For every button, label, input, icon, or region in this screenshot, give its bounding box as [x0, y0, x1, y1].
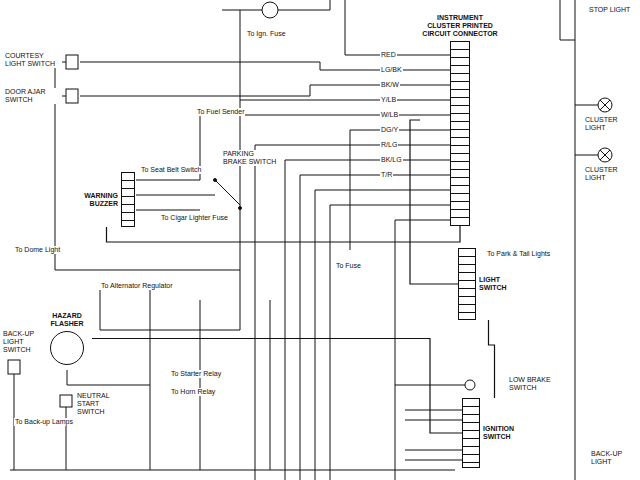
wire-color-code: DG/Y [380, 126, 399, 134]
component-name: INSTRUMENT CLUSTER PRINTED CIRCUIT CONNE… [420, 14, 500, 38]
flasher-symbol: HAZARD FLASHER [42, 312, 92, 365]
wire-label: CLUSTER LIGHT [584, 116, 636, 132]
light-switch-connector: LIGHT SWITCH [458, 248, 519, 320]
wire-label: To Fuse [335, 262, 362, 270]
wire-label: To Seat Belt Switch [140, 166, 202, 174]
component-name: IGNITION SWITCH [483, 425, 527, 441]
wire-label: To Starter Relay [170, 370, 222, 378]
wire-label: BACK-UP LIGHT [590, 450, 636, 466]
component-name: LIGHT SWITCH [479, 276, 519, 292]
buzzer-connector: WARNING BUZZER [78, 172, 135, 227]
wire-label: COURTESY LIGHT SWITCH [4, 52, 62, 68]
wire-label: BACK-UP LIGHT SWITCH [2, 330, 44, 354]
wire-color-code: BK/LG [380, 156, 403, 164]
wire-color-code: Y/LB [380, 96, 397, 104]
wire-label: To Horn Relay [170, 388, 216, 396]
connector-pins [462, 398, 480, 468]
component-name: HAZARD FLASHER [42, 312, 92, 328]
wire-color-code: T/R [380, 171, 393, 179]
wire-label: PARKING BRAKE SWITCH [222, 150, 280, 166]
wire-label: To Cigar Lighter Fuse [160, 214, 229, 222]
wire-label: CLUSTER LIGHT [584, 166, 636, 182]
connector-pins [450, 41, 470, 226]
component-name: WARNING BUZZER [78, 192, 118, 208]
wire-color-code: W/LB [380, 111, 399, 119]
connector-pins [121, 172, 135, 227]
wire-label: STOP LIGHT [588, 6, 634, 14]
wire-label: To Dome Light [14, 246, 61, 254]
wire-connector [107, 226, 461, 242]
wire-connector [489, 320, 495, 398]
wire-label: NEUTRAL START SWITCH [76, 392, 128, 416]
wire-label: DOOR AJAR SWITCH [4, 88, 62, 104]
wire-label: To Fuel Sender [196, 108, 245, 116]
wire-color-code: R/LG [380, 141, 398, 149]
wire-label: To Back-up Lamps [14, 418, 74, 426]
wire-color-code: RED [380, 51, 397, 59]
wire-color-code: LG/BK [380, 66, 403, 74]
wire-color-code: BK/W [380, 81, 400, 89]
wire-label: To Ign. Fuse [246, 30, 287, 38]
connector-pins [458, 248, 476, 320]
flasher-circle [50, 331, 84, 365]
wire-label: To Park & Tail Lights [486, 250, 551, 258]
wire-label: LOW BRAKE SWITCH [508, 376, 560, 392]
wire-label: To Alternator Regulator [100, 282, 174, 290]
wire-connector [92, 339, 462, 434]
ignition-switch-connector: IGNITION SWITCH [462, 398, 527, 468]
cluster-connector: INSTRUMENT CLUSTER PRINTED CIRCUIT CONNE… [420, 14, 500, 226]
